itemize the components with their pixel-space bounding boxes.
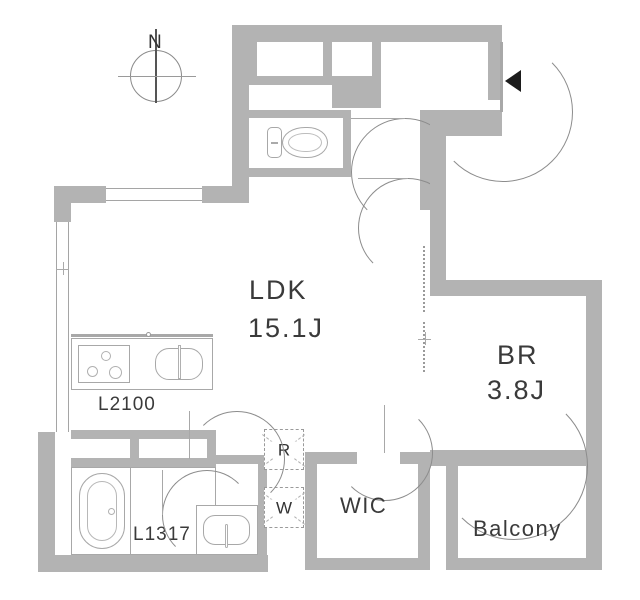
stove-icon — [78, 345, 130, 383]
kitchen-counter-back — [71, 334, 213, 337]
washer-space: W — [262, 487, 306, 528]
wall-corridor-bottom — [196, 555, 266, 570]
ldk-area-label: 15.1J — [248, 313, 325, 343]
bathroom-door-jamb — [162, 470, 163, 515]
entry-door-swing-arc — [433, 42, 573, 182]
wall-toilet-bottom — [249, 168, 350, 177]
wall-right-exterior-balcony — [586, 465, 602, 570]
entrance-direction-arrow — [505, 70, 521, 92]
wall-corridor-right — [258, 455, 267, 570]
hall-door-line — [358, 178, 408, 179]
wall-top-upper — [232, 25, 502, 42]
ldk-br-partition-lower — [423, 322, 425, 372]
toilet-icon — [282, 127, 328, 158]
window-ldk-north — [106, 188, 202, 201]
wall-toilet-right — [343, 110, 351, 177]
wic-door-swing-arc — [337, 405, 433, 501]
ldk-hall-door-swing-arc — [189, 411, 285, 507]
window-mullion-icon — [56, 262, 69, 275]
wall-closet-bottom — [249, 76, 381, 85]
sink-icon — [155, 345, 203, 380]
wall-wic-bottom — [305, 558, 430, 570]
compass-north-label: N — [148, 32, 163, 53]
kitchen-size-label: L2100 — [98, 394, 156, 415]
br-room-label: BR — [497, 340, 539, 370]
kitchen-counter-handle — [146, 332, 151, 337]
toilet-door-line — [351, 118, 405, 119]
wall-balcony-bottom — [446, 558, 602, 570]
wall-toilet-top — [249, 110, 350, 118]
wall-upper-left — [232, 25, 249, 200]
wall-closet-b-bottom — [332, 76, 381, 108]
wic-label: WIC — [340, 493, 388, 518]
wall-br-left — [430, 110, 446, 296]
ldk-br-partition — [423, 246, 425, 312]
washbasin-icon — [203, 515, 250, 549]
wic-door-jamb — [384, 405, 385, 453]
bathroom-divider — [130, 467, 131, 555]
hall-door-swing-arc — [358, 178, 458, 278]
balcony-label: Balcony — [473, 516, 562, 541]
compass-rose-icon — [118, 29, 196, 103]
wall-left-bottom-corner — [38, 432, 55, 572]
bathtub-icon — [79, 473, 125, 549]
wall-left-exterior-upper — [54, 186, 71, 222]
wall-closet-b-right — [372, 42, 381, 84]
wall-wic-left — [305, 452, 317, 570]
toilet-door-swing-arc — [351, 118, 459, 226]
ldk-hall-door-jamb — [189, 411, 190, 459]
wall-br-top — [430, 280, 586, 296]
toilet-tank-icon — [267, 127, 282, 158]
wall-closet-lower-top — [71, 430, 216, 439]
wall-right-exterior-br — [586, 280, 602, 465]
window-ldk-west — [56, 222, 69, 432]
partition-mullion-icon — [418, 332, 431, 345]
ldk-room-label: LDK — [249, 275, 308, 305]
wall-closet-a — [249, 42, 257, 84]
wall-ldk-north-right — [202, 186, 249, 203]
washer-label: W — [265, 499, 303, 516]
wall-closet-lower-divider — [130, 430, 139, 467]
balcony-door-swing-arc — [440, 392, 588, 540]
wall-closet-lower-bottom — [71, 458, 216, 467]
wall-closet-divider — [323, 42, 332, 84]
